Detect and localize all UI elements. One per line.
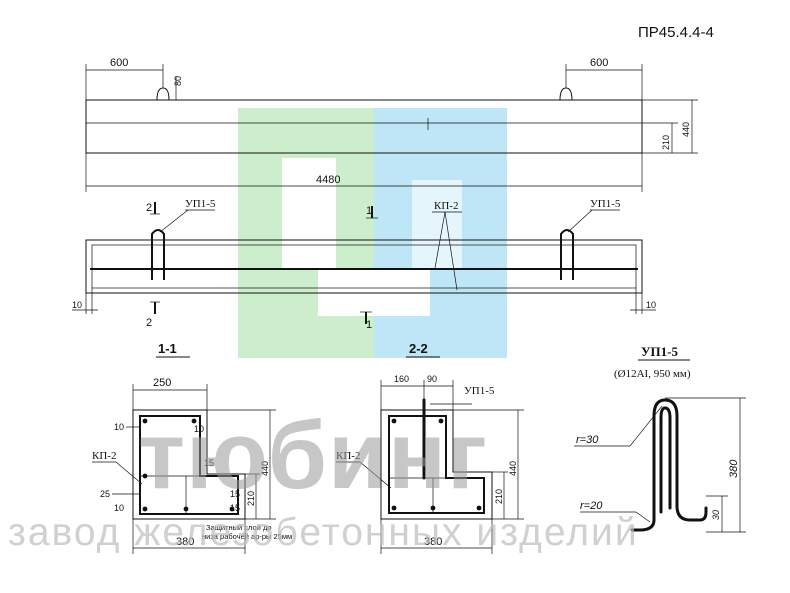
rebar-dot [430,505,436,511]
dim-label: 10 [194,424,204,434]
section-title: 1-1 [158,341,177,356]
section-mark-label: 1 [366,319,372,331]
watermark-tagline: завод железобетонных изделий [8,511,639,554]
dim-label: 10 [114,422,124,432]
leader-cage [444,211,458,291]
dim-label: 160 [394,374,409,384]
lifting-loop-right [559,87,573,101]
dim-label: 600 [590,57,608,69]
leader-cage [359,461,392,489]
dim-label: 380 [176,536,194,548]
loop-detail: УП1-5 (Ø12AI, 950 мм) r=30 r=20 380 30 [574,344,746,533]
dim-label: 440 [508,461,518,476]
section-1-1: 1-1 250 380 440 210 10 10 15 [92,341,292,554]
section-cage [139,415,239,515]
dim-label: 15 [204,458,214,468]
rebar-dot [391,418,397,424]
loop-detail-spec: (Ø12AI, 950 мм) [614,368,691,380]
section-title: 2-2 [409,341,428,356]
leader-loop-left [159,209,189,233]
rebar-dot [142,473,148,479]
dim-label: 10 [114,503,124,513]
dim-label: 15 [230,489,240,499]
cage-outline-plan [91,244,637,289]
section-cage [388,415,485,514]
section-label-cage: КП-2 [92,450,116,462]
elevation-view: 600 80 600 4480 440 210 [85,57,698,192]
section-2-2: 2-2 УП1-5 160 90 380 440 210 [336,341,524,554]
dim-label: 90 [427,374,437,384]
dim-label: 10 [72,300,82,310]
leader-radius-top [629,405,663,447]
dim-label: 10 [646,300,656,310]
plan-loop-right [560,229,574,280]
section-mark-label: 1 [366,205,372,217]
rebar-dot [438,418,444,424]
dim-label: 25 [100,489,110,499]
watermark-cutout-left [282,158,336,270]
rebar-dot [391,505,397,511]
dim-label: 380 [728,459,740,478]
dim-label: 4480 [316,174,340,186]
cover-note: Защитный слой до [206,523,272,532]
section-label-cage: КП-2 [336,450,360,462]
section-mark-label: 2 [146,317,152,329]
dim-label: 600 [110,57,128,69]
dim-label: 80 [173,76,183,86]
rebar-dot [142,418,148,424]
plan-loop-left [151,229,165,280]
loop-shape-outer [652,398,708,522]
leader-cage [434,211,446,269]
plan-label-loop-right: УП1-5 [590,198,621,210]
leader-radius-bottom [635,511,651,523]
rebar-dot [229,506,235,512]
drawing-code: ПР45.4.4-4 [638,24,714,41]
plan-view: УП1-5 УП1-5 КП-2 2 2 1 1 10 10 [72,198,656,331]
rebar-dot [191,418,197,424]
loop-radius-bottom: r=20 [580,500,603,512]
beam-outline-plan [85,239,643,294]
dim-label: 440 [260,461,270,476]
dim-label: 30 [711,510,721,520]
section-label-loop: УП1-5 [464,385,495,397]
dim-label: 380 [424,536,442,548]
beam-outline-elevation [85,99,643,154]
watermark-brand: тюбинг [138,402,488,509]
rebar-dot [142,506,148,512]
leader-cage [115,461,143,485]
dim-label: 15 [230,503,240,513]
cover-note: низа рабочей ар-ры 25мм [202,532,292,541]
loop-shape-hook [630,518,656,532]
loop-radius-top: r=30 [576,434,599,446]
rebar-dot [183,506,189,512]
dim-label: 210 [246,491,256,506]
dim-label: 440 [681,122,691,137]
section-mark-label: 2 [146,202,152,214]
loop-shape-inner [659,406,672,514]
plan-label-loop-left: УП1-5 [185,198,216,210]
plan-label-cage: КП-2 [434,200,458,212]
dim-label: 250 [153,377,171,389]
dim-label: 210 [494,489,504,504]
dim-label: 210 [661,135,671,150]
leader-loop-right [567,209,593,233]
loop-detail-title: УП1-5 [641,344,678,359]
lifting-loop-left [156,87,170,101]
rebar-dot [476,505,482,511]
watermark-logo [238,108,507,358]
